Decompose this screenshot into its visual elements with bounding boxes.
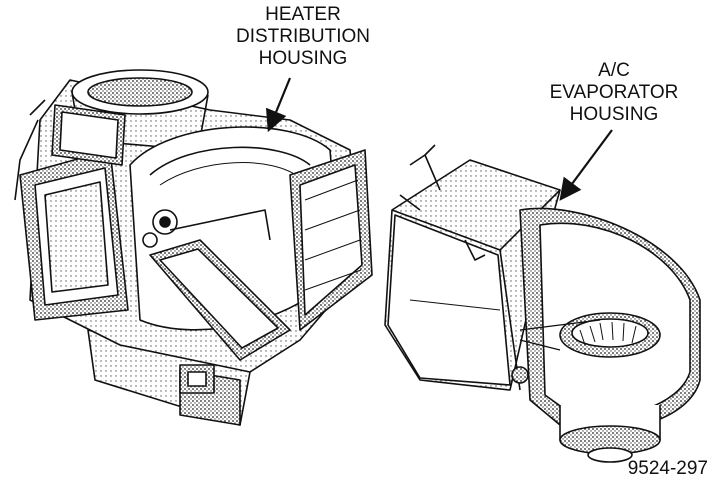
- figure-id: 9524-297: [627, 458, 708, 479]
- heater-distribution-housing: [14, 69, 373, 426]
- heater-label-line-2: DISTRIBUTION: [235, 26, 371, 47]
- ac-label-line-3: HOUSING: [569, 104, 659, 125]
- ac-label-line-2: EVAPORATOR: [549, 82, 679, 103]
- heater-leader-arrow: [265, 77, 292, 133]
- ac-label-line-1: A/C: [598, 60, 630, 81]
- heater-label-line-1: HEATER: [265, 4, 341, 25]
- ac-evaporator-housing: [384, 144, 701, 463]
- ac-evaporator-housing-label: A/C EVAPORATOR HOUSING: [534, 60, 694, 126]
- heater-label-line-3: HOUSING: [258, 48, 348, 69]
- heater-distribution-housing-label: HEATER DISTRIBUTION HOUSING: [218, 4, 388, 70]
- ac-leader-arrow: [559, 129, 613, 201]
